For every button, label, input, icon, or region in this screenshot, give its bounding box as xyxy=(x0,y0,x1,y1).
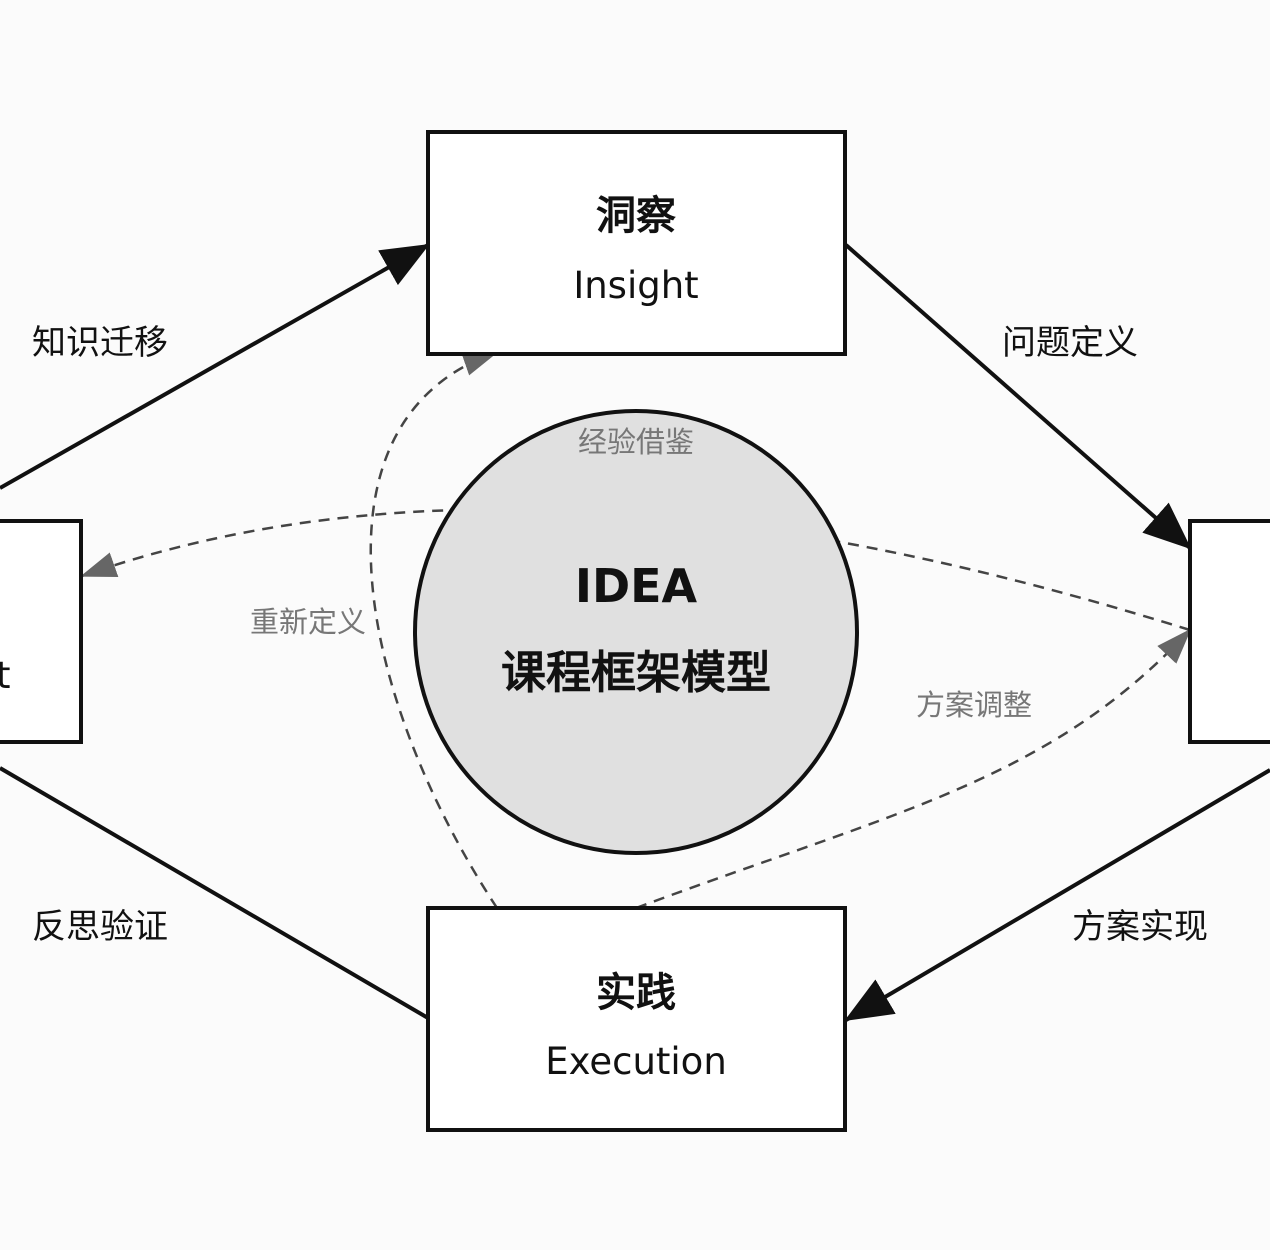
execution-title: 实践 xyxy=(596,970,676,1016)
edge-insight-to-right xyxy=(844,243,1192,550)
insight-box xyxy=(426,130,847,356)
feedback-redefinition-path xyxy=(369,350,499,909)
feedback-experience-path xyxy=(80,508,1191,632)
execution-box xyxy=(426,906,847,1132)
label-solution-implementation: 方案实现 xyxy=(1072,907,1208,947)
left-box-subtitle-fragment: t xyxy=(0,654,11,697)
feedback-adjustment-path xyxy=(635,628,1192,910)
edge-left-to-insight xyxy=(0,243,430,490)
edge-right-to-execution xyxy=(844,768,1270,1022)
edge-execution-to-left xyxy=(0,766,430,1020)
label-problem-definition: 问题定义 xyxy=(1002,323,1138,363)
center-subtitle: 课程框架模型 xyxy=(501,646,771,699)
insight-subtitle: Insight xyxy=(573,264,698,307)
right-box xyxy=(1188,519,1270,744)
label-solution-adjustment: 方案调整 xyxy=(916,688,1032,722)
left-box xyxy=(0,519,83,744)
label-redefinition: 重新定义 xyxy=(250,605,366,639)
label-knowledge-transfer: 知识迁移 xyxy=(32,323,168,363)
label-reflection-validation: 反思验证 xyxy=(32,907,168,947)
insight-title: 洞察 xyxy=(596,193,676,239)
label-experience-reference: 经验借鉴 xyxy=(578,425,694,459)
center-title: IDEA xyxy=(575,559,698,613)
center-circle xyxy=(413,409,859,855)
execution-subtitle: Execution xyxy=(545,1040,727,1083)
